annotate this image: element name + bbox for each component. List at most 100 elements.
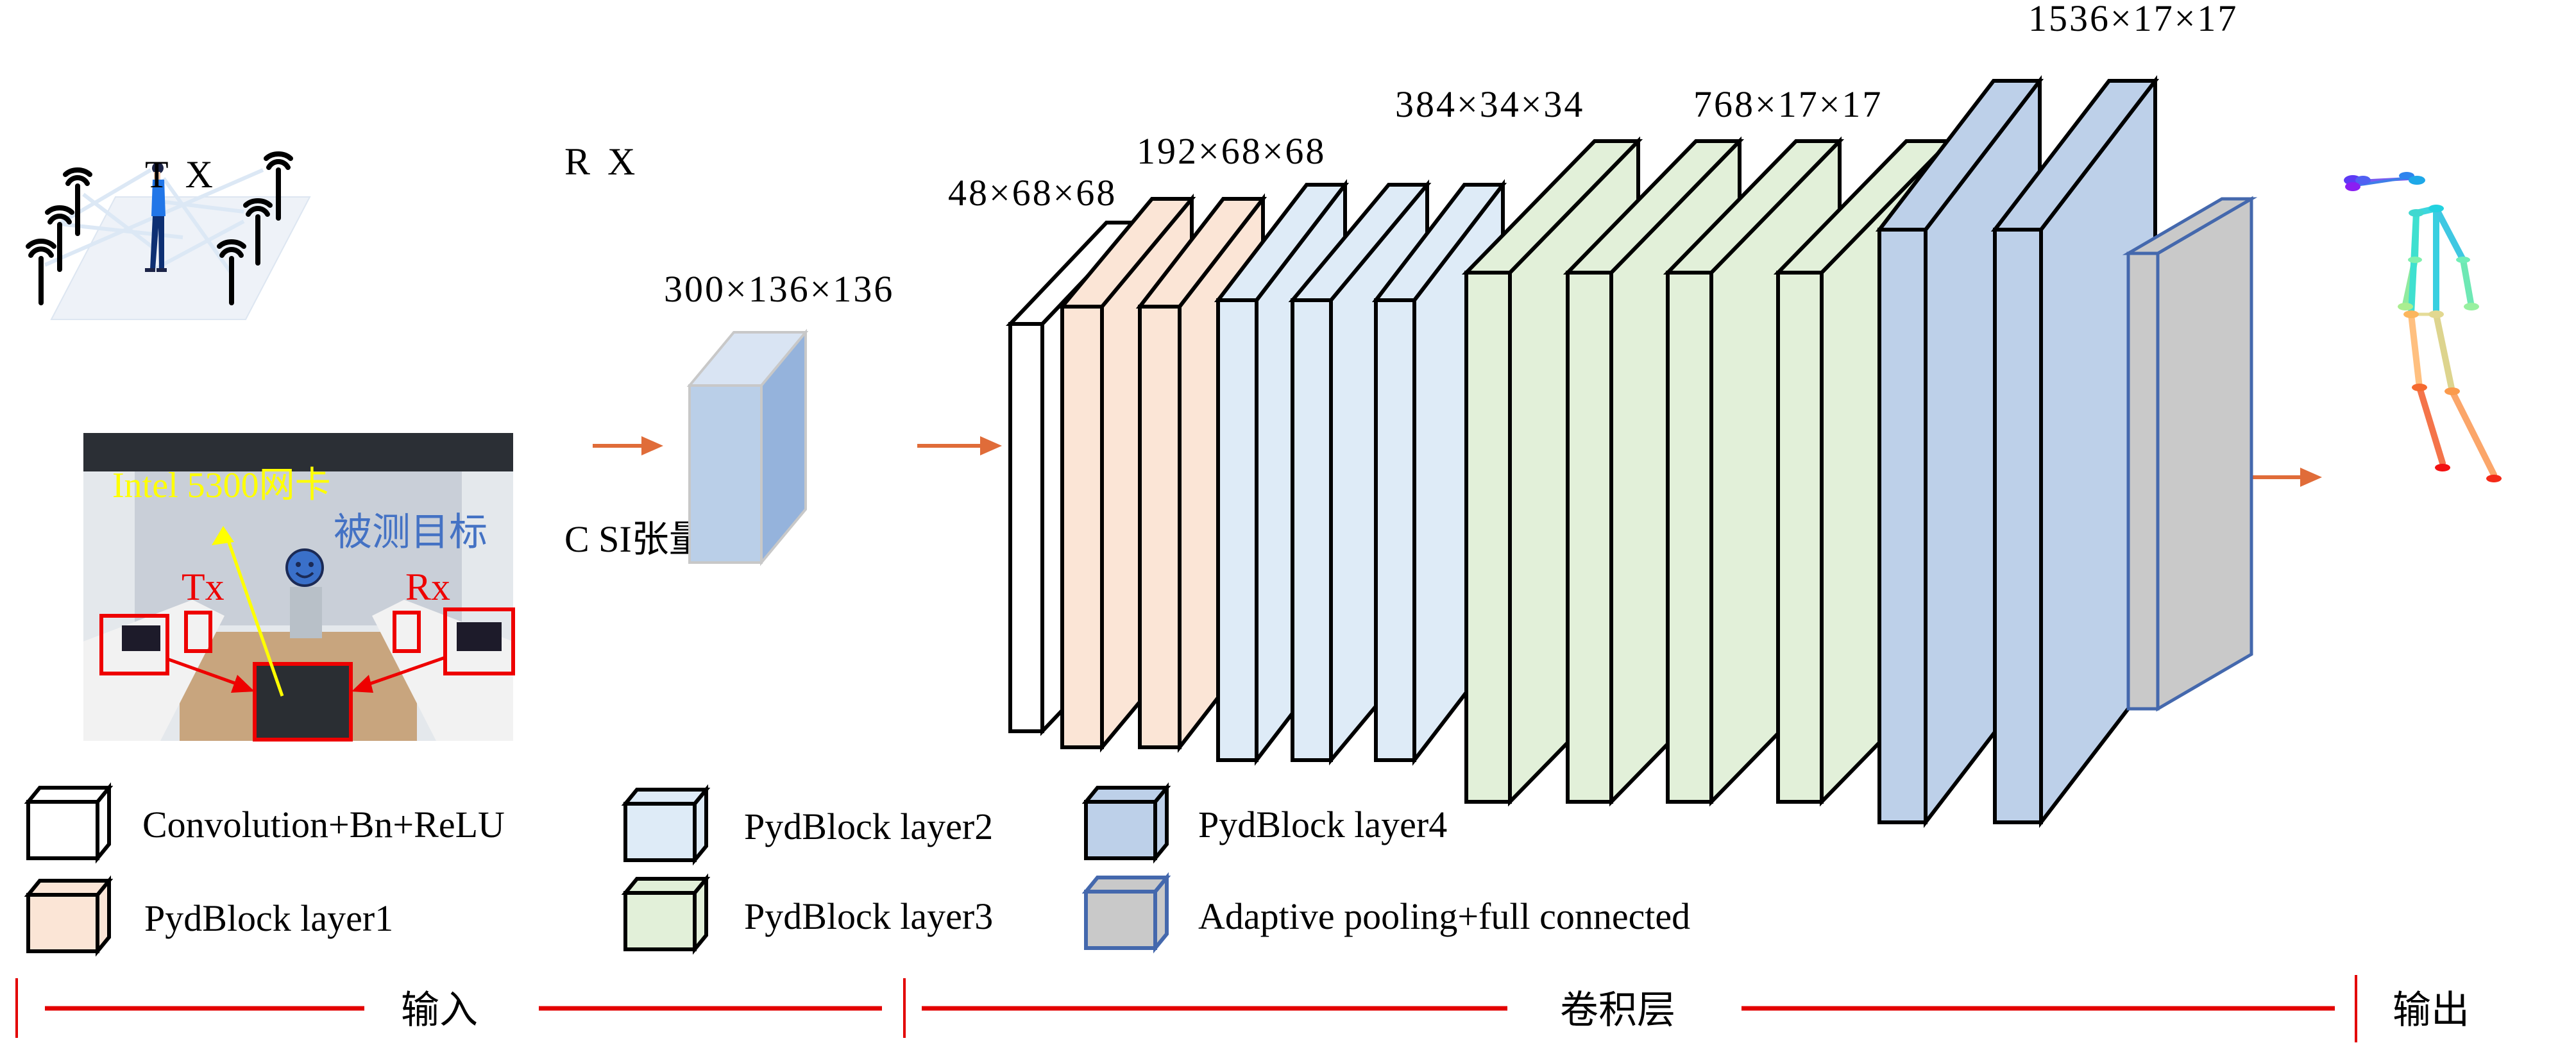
rx-antenna-box <box>393 611 421 653</box>
nic-label: Intel 5300网卡 <box>112 466 331 505</box>
dims-label-layer3b: 768×17×17 <box>1693 83 1883 125</box>
arrow-to-network <box>917 436 1002 455</box>
swatch-top <box>24 786 114 804</box>
swatch-front <box>26 800 99 860</box>
arrow-to-tensor <box>593 436 663 455</box>
tx-laptop-box <box>99 614 169 675</box>
block-side-face <box>2156 196 2253 712</box>
antenna-icon <box>243 198 273 266</box>
legend-swatch-conv <box>24 782 114 864</box>
tx-label: T X <box>145 153 217 196</box>
swatch-top <box>24 879 114 897</box>
swatch-top <box>621 788 711 806</box>
legend-item-conv: Convolution+Bn+ReLU <box>24 782 505 864</box>
photo-rx-label: Rx <box>405 566 450 608</box>
swatch-top <box>1081 876 1171 894</box>
legend-swatch-layer1 <box>24 875 114 957</box>
legend-swatch-layer4 <box>1081 782 1171 864</box>
legend-swatch-layer2 <box>621 784 711 866</box>
legend-label: PydBlock layer1 <box>144 897 393 939</box>
smiley-eye <box>296 562 301 567</box>
nic-board-box <box>253 662 353 742</box>
rx-label: R X <box>564 140 639 183</box>
rx-laptop-box <box>443 607 515 675</box>
block-front-face <box>1776 271 1824 804</box>
dims-label-layer1: 192×68×68 <box>1137 130 1326 172</box>
block-pool <box>2122 196 2258 712</box>
tensor-dims: 300×136×136 <box>664 268 894 310</box>
arrowhead <box>352 675 373 693</box>
target-label: 被测目标 <box>334 511 487 554</box>
person-icon <box>145 162 167 272</box>
legend-item-layer1: PydBlock layer1 <box>24 875 393 957</box>
skeleton-joints <box>2398 205 2502 482</box>
photo-tx-label: Tx <box>182 566 225 608</box>
experiment-photo: Intel 5300网卡 被测目标 Tx Rx <box>83 433 515 742</box>
legend-label: PydBlock layer3 <box>744 895 993 937</box>
legend-item-layer3: PydBlock layer3 <box>621 873 993 955</box>
block-front-face <box>1666 271 1713 804</box>
left-desk <box>83 600 225 741</box>
block-front-face <box>1138 305 1182 749</box>
skeleton-head <box>2344 172 2425 191</box>
rx-to-nic-arrow <box>362 656 446 688</box>
legend-label: PydBlock layer2 <box>744 806 993 847</box>
legend-item-pool: Adaptive pooling+full connected <box>1081 872 1690 954</box>
arrow-to-output <box>2249 468 2322 487</box>
legend-item-layer2: PydBlock layer2 <box>621 784 993 866</box>
flow-arrows <box>593 436 2322 487</box>
legend-swatch-layer3 <box>621 873 711 955</box>
legend: Convolution+Bn+ReLU PydBlock layer1 PydB… <box>24 782 1690 957</box>
pose-skeleton <box>2344 172 2502 482</box>
legend-label: Adaptive pooling+full connected <box>1198 895 1690 937</box>
subject-body <box>290 587 322 638</box>
tensor-label: C SI张量 <box>564 518 706 560</box>
legend-swatch-pool <box>1081 872 1171 954</box>
section-label-conv: 卷积层 <box>1560 989 1675 1031</box>
swatch-top <box>1081 786 1171 804</box>
smiley-face-icon <box>285 548 324 587</box>
block-front-face <box>1464 271 1512 804</box>
block-front-face <box>1374 298 1416 762</box>
block-front-face <box>1993 228 2043 824</box>
block-front-face <box>2126 251 2160 711</box>
legend-label: Convolution+Bn+ReLU <box>142 804 505 845</box>
legend-item-layer4: PydBlock layer4 <box>1081 782 1447 864</box>
antenna-icon <box>264 151 293 221</box>
swatch-top <box>621 877 711 895</box>
swatch-front <box>1084 890 1157 950</box>
block-front-face <box>1216 298 1258 762</box>
tx-to-nic-arrow <box>166 657 244 688</box>
smiley-eye <box>309 562 314 567</box>
rx-laptop <box>457 622 502 651</box>
dims-label-layer3: 384×34×34 <box>1395 83 1584 125</box>
block-front-face <box>1008 322 1044 733</box>
antenna-icon <box>63 167 92 236</box>
tx-antenna-box <box>184 611 212 653</box>
block-front-face <box>1291 298 1333 762</box>
swatch-front <box>1084 800 1157 860</box>
swatch-front <box>623 891 697 951</box>
smiley-mouth <box>295 572 314 579</box>
arrowhead <box>212 526 234 545</box>
block-front-face <box>1060 305 1104 749</box>
dims-labels: 48×68×68 192×68×68 384×34×34 768×17×17 1… <box>948 0 2238 214</box>
antenna-icon <box>26 239 56 305</box>
block-front-face <box>1877 228 1928 824</box>
section-label-output: 输出 <box>2393 989 2470 1031</box>
legend-label: PydBlock layer4 <box>1198 804 1447 845</box>
tensor-front-face <box>688 384 763 564</box>
floor-plane <box>50 196 311 320</box>
dims-label-conv: 48×68×68 <box>948 172 1117 214</box>
network-blocks <box>1006 75 2258 828</box>
antenna-icon <box>217 239 246 305</box>
arrowhead <box>231 675 255 693</box>
dims-label-layer4: 1536×17×17 <box>2028 0 2238 39</box>
block-front-face <box>1566 271 1613 804</box>
nic-pointer-arrow <box>226 538 284 697</box>
swatch-front <box>623 802 697 862</box>
skeleton-body <box>2402 205 2497 478</box>
ceiling <box>83 433 513 471</box>
antenna-icon <box>45 205 74 272</box>
